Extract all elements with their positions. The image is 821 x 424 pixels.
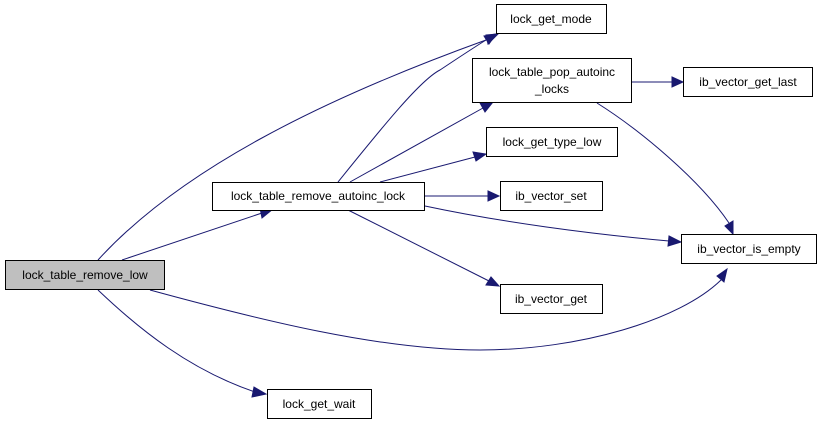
edge-remove-low-to-get-mode xyxy=(97,33,500,261)
node-label-line1: lock_table_pop_autoinc xyxy=(489,65,615,79)
edge-remove-autoinc-to-pop-autoinc xyxy=(349,101,495,183)
node-ib-vector-is-empty[interactable]: ib_vector_is_empty xyxy=(681,234,817,264)
node-label: lock_get_type_low xyxy=(503,135,602,149)
edge-remove-low-to-is-empty xyxy=(149,267,728,351)
node-label: ib_vector_get_last xyxy=(699,75,797,89)
node-label: lock_table_remove_low xyxy=(22,268,148,282)
node-label: lock_table_remove_autoinc_lock xyxy=(231,189,406,203)
edge-pop-autoinc-to-is-empty xyxy=(596,102,734,236)
node-label: lock_get_mode xyxy=(510,12,592,26)
edge-remove-autoinc-to-vector-set xyxy=(425,190,501,202)
edge-remove-autoinc-to-is-empty xyxy=(424,205,683,247)
node-lock-get-type-low[interactable]: lock_get_type_low xyxy=(486,127,618,157)
node-lock-get-wait[interactable]: lock_get_wait xyxy=(267,389,372,419)
node-label-line2: _locks xyxy=(534,82,569,96)
edge-remove-autoinc-to-vector-get xyxy=(347,209,501,287)
node-ib-vector-set[interactable]: ib_vector_set xyxy=(500,181,603,211)
node-label: ib_vector_set xyxy=(515,189,587,203)
node-label: lock_get_wait xyxy=(283,397,356,411)
edge-remove-autoinc-to-get-type-low xyxy=(379,151,488,183)
node-ib-vector-get-last[interactable]: ib_vector_get_last xyxy=(683,67,813,97)
node-lock-table-pop-autoinc-locks[interactable]: lock_table_pop_autoinc _locks xyxy=(472,58,632,103)
node-lock-table-remove-low[interactable]: lock_table_remove_low xyxy=(5,260,165,290)
edge-pop-autoinc-to-get-last xyxy=(631,76,685,88)
node-label: ib_vector_is_empty xyxy=(697,242,800,256)
node-lock-get-mode[interactable]: lock_get_mode xyxy=(496,4,607,34)
edge-remove-low-to-get-wait xyxy=(97,289,268,398)
node-ib-vector-get[interactable]: ib_vector_get xyxy=(500,284,603,314)
edge-remove-autoinc-to-get-mode xyxy=(337,33,498,183)
node-label: ib_vector_get xyxy=(515,292,588,306)
node-lock-table-remove-autoinc-lock[interactable]: lock_table_remove_autoinc_lock xyxy=(212,182,425,211)
